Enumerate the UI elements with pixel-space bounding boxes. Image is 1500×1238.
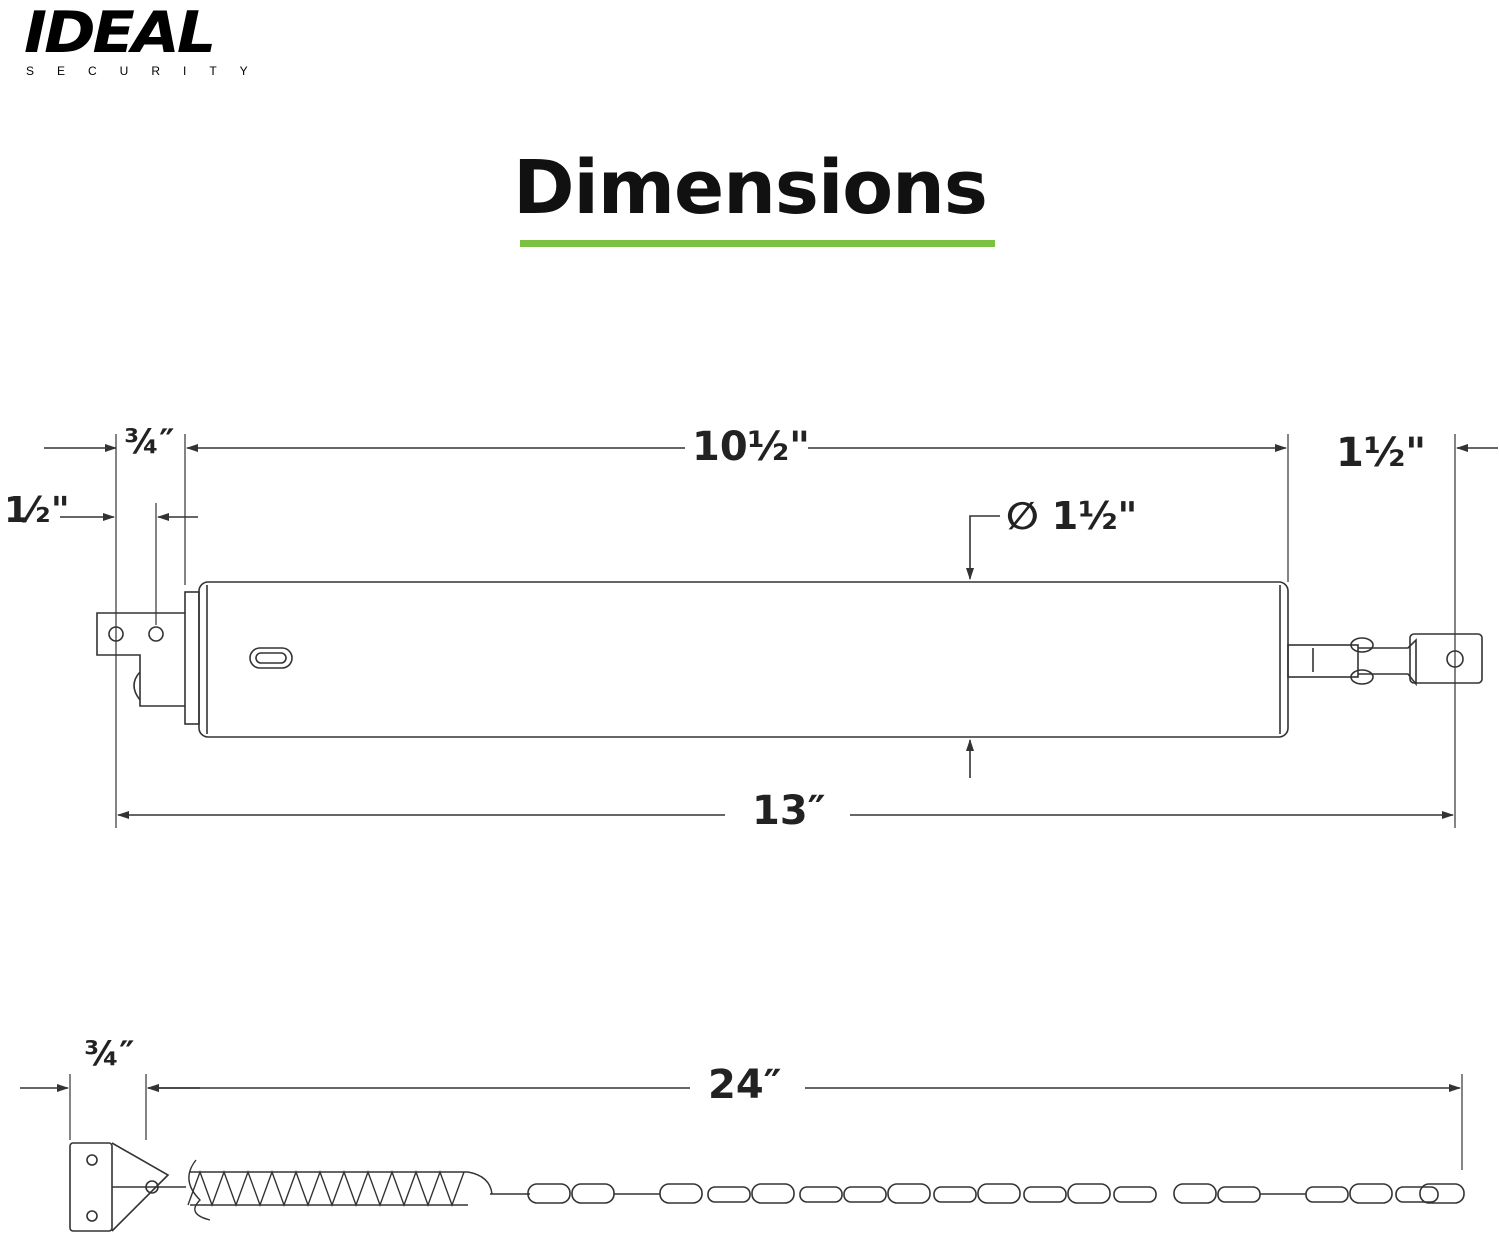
brand-name: IDEAL — [24, 0, 216, 66]
dim-closer-mount-offset: 1⁄₂" — [4, 490, 70, 531]
dim-closer-diameter: ∅ 1½" — [1006, 494, 1138, 538]
dim-closer-body-length: 10½" — [692, 424, 810, 470]
brand-tagline: SECURITY — [26, 64, 271, 78]
brand-logo: IDEAL SECURITY — [24, 4, 274, 78]
closer-cylinder — [198, 581, 1289, 738]
rod-end-tab — [1409, 633, 1483, 684]
dim-closer-rod-extension: 1½" — [1336, 430, 1427, 476]
dim-chain-length: 24″ — [708, 1062, 782, 1108]
title-underline — [520, 240, 995, 247]
dim-closer-bracket-width: ¾″ — [124, 422, 175, 462]
chain-links — [490, 1183, 1465, 1204]
chain-drawing — [20, 1074, 1465, 1232]
dim-chain-bracket-width: ¾″ — [84, 1034, 135, 1074]
piston-rod — [1287, 644, 1359, 678]
mounting-bracket — [96, 612, 185, 707]
chain-bracket — [69, 1142, 113, 1232]
page-title: Dimensions — [513, 145, 988, 231]
chain-spring — [187, 1159, 493, 1221]
dim-closer-overall-length: 13″ — [752, 788, 826, 834]
closer-drawing — [44, 434, 1498, 828]
adjust-slot — [249, 647, 293, 669]
